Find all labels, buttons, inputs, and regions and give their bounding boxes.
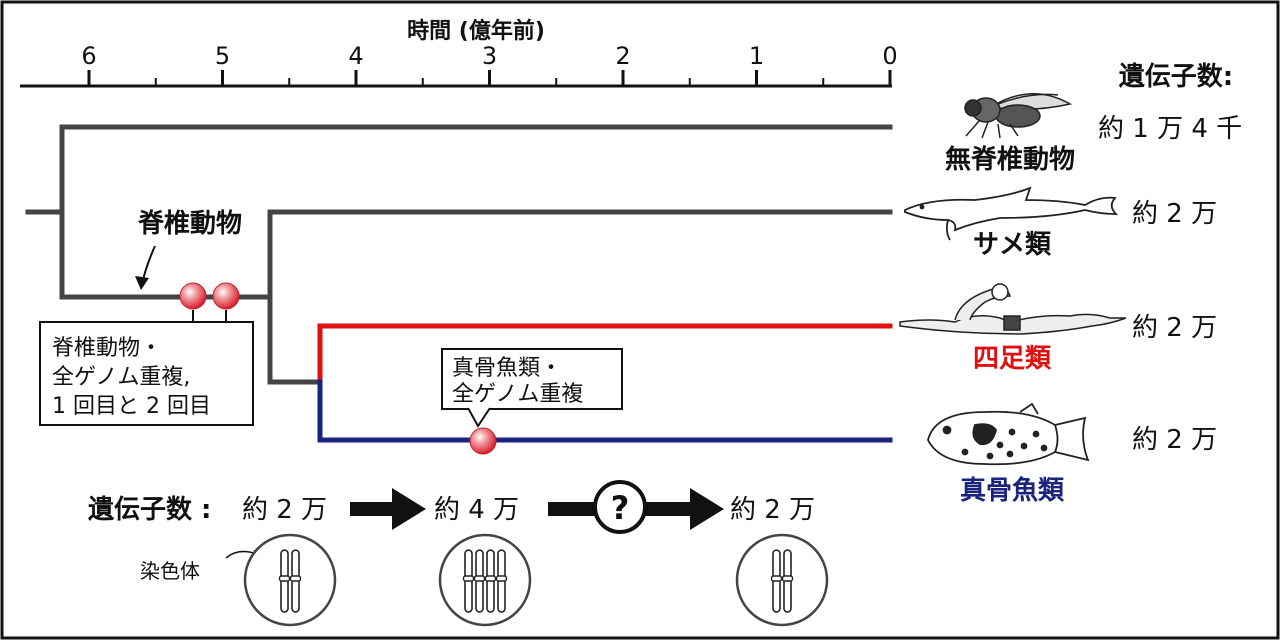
taxon-invertebrates: 無脊椎動物 xyxy=(945,145,1075,175)
axis-tick-label: 2 xyxy=(615,42,630,70)
svg-text:1 回目と 2 回目: 1 回目と 2 回目 xyxy=(52,394,211,419)
taxon-teleosts: 真骨魚類 xyxy=(960,475,1065,506)
svg-text:全ゲノム重複: 全ゲノム重複 xyxy=(452,382,583,407)
chromosome xyxy=(278,549,291,613)
flow-arrow-2 xyxy=(548,480,724,534)
pufferfish-icon xyxy=(927,402,1090,466)
vertebrates-arrowhead xyxy=(135,276,149,290)
flow-stage-3: 約 2 万 xyxy=(730,495,815,525)
taxon-sharks: サメ類 xyxy=(973,230,1052,260)
flow-stage-1: 約 2 万 xyxy=(242,495,327,525)
chromosome-label: 染色体 xyxy=(140,559,200,583)
svg-text:全ゲノム重複,: 全ゲノム重複, xyxy=(52,365,190,390)
chromosome xyxy=(770,549,783,613)
genes-teleosts: 約 2 万 xyxy=(1132,425,1217,455)
chromosome xyxy=(484,549,497,613)
axis-tick-label: 4 xyxy=(348,42,363,70)
flow-arrow-1 xyxy=(350,488,426,530)
axis-tick-label: 6 xyxy=(81,42,96,70)
axis-ticks: 6 5 4 3 2 1 0 xyxy=(81,42,898,86)
chromosome-cells xyxy=(243,533,829,627)
chromosome xyxy=(495,549,508,613)
axis-tick-label: 1 xyxy=(749,42,764,70)
chromosome xyxy=(473,549,486,613)
axis-tick-label: 5 xyxy=(215,42,230,70)
genes-tetrapods: 約 2 万 xyxy=(1132,313,1217,343)
axis-title: 時間 (億年前) xyxy=(407,18,545,44)
branch-teleosts xyxy=(317,379,893,443)
genes-invertebrates: 約 1 万 4 千 xyxy=(1098,114,1242,144)
flow-label: 遺伝子数 : xyxy=(88,495,211,525)
chromosome xyxy=(289,549,302,613)
question-icon: ? xyxy=(611,489,630,527)
duplication-marker-1 xyxy=(179,282,207,310)
tree-branches xyxy=(25,124,893,443)
taxon-tetrapods: 四足類 xyxy=(973,344,1052,374)
svg-text:脊椎動物・: 脊椎動物・ xyxy=(52,336,162,361)
swimmer-icon xyxy=(899,283,1127,335)
time-axis: 時間 (億年前) 6 5 4 3 2 1 0 xyxy=(20,18,898,88)
axis-tick-label: 0 xyxy=(882,42,897,70)
fly-icon xyxy=(964,93,1073,139)
chromosome xyxy=(781,549,794,613)
vertebrates-label: 脊椎動物 xyxy=(137,209,242,239)
chromosome xyxy=(462,549,475,613)
axis-tick-label: 3 xyxy=(482,42,497,70)
branch-tetrapods xyxy=(317,323,893,385)
flow-stage-2: 約 4 万 xyxy=(434,495,519,525)
shark-icon xyxy=(904,186,1119,241)
vertebrate-wgd-callout: 脊椎動物・ 全ゲノム重複, 1 回目と 2 回目 xyxy=(39,310,254,426)
duplication-marker-2 xyxy=(212,282,240,310)
svg-text:真骨魚類・: 真骨魚類・ xyxy=(452,356,562,381)
genes-sharks: 約 2 万 xyxy=(1132,199,1217,229)
gene-count-header: 遺伝子数: xyxy=(1119,62,1233,92)
duplication-marker-teleost xyxy=(469,427,497,455)
teleost-wgd-callout: 真骨魚類・ 全ゲノム重複 xyxy=(441,348,623,428)
